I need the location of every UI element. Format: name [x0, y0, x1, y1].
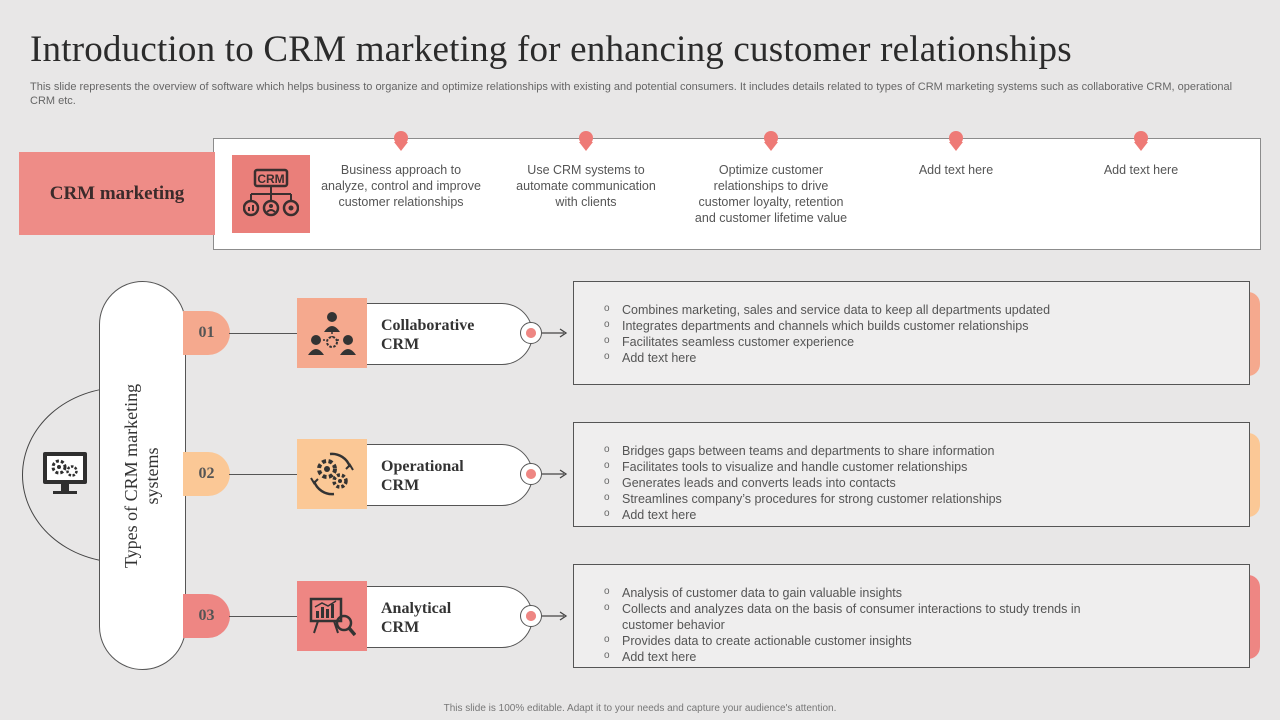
description-box: Combines marketing, sales and service da…	[573, 281, 1250, 385]
description-bullet: Add text here	[604, 349, 1249, 366]
connector-line	[229, 333, 299, 334]
type-card	[367, 586, 533, 648]
crm-overview-box	[213, 138, 1261, 250]
connector-dot-inner	[526, 469, 536, 479]
description-bullet: Facilitates tools to visualize and handl…	[604, 458, 1249, 475]
crm-point-5: Add text here	[1103, 163, 1179, 177]
description-bullet: Bridges gaps between teams and departmen…	[604, 442, 1249, 459]
location-pin-icon	[394, 131, 408, 151]
row-number: 02	[183, 452, 230, 496]
connector-dot-inner	[526, 611, 536, 621]
analytics-board-icon	[297, 581, 367, 651]
slide-subtitle: This slide represents the overview of so…	[30, 81, 1233, 107]
slide-title: Introduction to CRM marketing for enhanc…	[30, 29, 1072, 70]
connector-line	[229, 616, 299, 617]
svg-text:CRM: CRM	[257, 172, 284, 186]
location-pin-icon	[949, 131, 963, 151]
description-bullet: Add text here	[604, 648, 1249, 665]
types-pill	[99, 281, 186, 670]
arrow-icon	[542, 328, 568, 338]
crm-network-icon: CRM	[232, 155, 310, 233]
type-card	[367, 303, 533, 365]
description-bullet: Add text here	[604, 506, 1249, 523]
crm-point-3: Optimize customer relationships to drive…	[694, 163, 848, 225]
connector-dot	[520, 605, 542, 627]
location-pin-icon	[764, 131, 778, 151]
description-bullet: Analysis of customer data to gain valuab…	[604, 584, 1249, 601]
crm-marketing-label: CRM marketing	[19, 152, 215, 235]
team-collaboration-icon	[297, 298, 367, 368]
description-bullet: Generates leads and converts leads into …	[604, 474, 1249, 491]
crm-point-4: Add text here	[918, 163, 994, 177]
types-heading: Types of CRM marketing systems	[121, 383, 162, 569]
location-pin-icon	[579, 131, 593, 151]
type-card	[367, 444, 533, 506]
description-bullet: Provides data to create actionable custo…	[604, 632, 1249, 649]
crm-point-2: Use CRM systems to automate communicatio…	[516, 163, 656, 209]
description-bullet: Facilitates seamless customer experience	[604, 333, 1249, 350]
arrow-icon	[542, 611, 568, 621]
monitor-settings-icon	[43, 452, 87, 494]
connector-dot-inner	[526, 328, 536, 338]
arrow-icon	[542, 469, 568, 479]
description-box: Bridges gaps between teams and departmen…	[573, 422, 1250, 527]
description-box: Analysis of customer data to gain valuab…	[573, 564, 1250, 668]
connector-line	[229, 474, 299, 475]
location-pin-icon	[1134, 131, 1148, 151]
description-bullet: Streamlines company’s procedures for str…	[604, 490, 1249, 507]
row-number: 03	[183, 594, 230, 638]
crm-point-1: Business approach to analyze, control an…	[321, 163, 481, 209]
footer-note: This slide is 100% editable. Adapt it to…	[443, 703, 837, 714]
description-bullet: Integrates departments and channels whic…	[604, 317, 1249, 334]
connector-dot: .d1::after{}	[520, 322, 542, 344]
connector-dot	[520, 463, 542, 485]
description-bullet: Combines marketing, sales and service da…	[604, 301, 1249, 318]
gears-cycle-icon	[297, 439, 367, 509]
description-bullet: Collects and analyzes data on the basis …	[604, 600, 1124, 633]
row-number: 01	[183, 311, 230, 355]
